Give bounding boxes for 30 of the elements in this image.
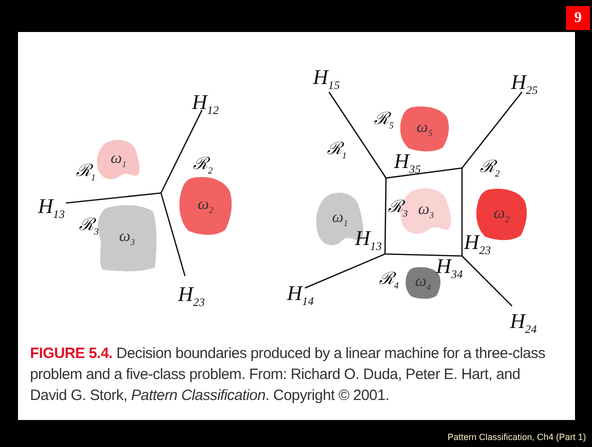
region-label: ℛ$_{1}$ [327,140,347,162]
hyperplane-label: H$_{35}$ [394,151,421,177]
region-label: ℛ$_{4}$ [379,270,399,292]
hyperplane-label: H$_{25}$ [511,72,538,98]
hyperplane-label: H$_{23}$ [178,284,205,310]
class-label: ω$_{5}$ [416,119,432,139]
figure-caption: FIGURE 5.4. Decision boundaries produced by a linear machine for a three-class problem and a five-class problem. From: Richard O. Duda, Peter E. Hart, and David G. Stork, Pattern Classification. Copyright © 2001. [30,344,546,406]
hyperplane-label: H$_{23}$ [464,232,491,258]
hyperplane-label: H$_{34}$ [436,256,463,282]
region-label: ℛ$_{3}$ [388,198,408,220]
footer-text: Pattern Classification, Ch4 (Part 1) [447,432,586,442]
hyperplane-label: H$_{15}$ [313,67,340,93]
class-label: ω$_{3}$ [418,201,434,221]
class-label: ω$_{4}$ [415,273,431,293]
hyperplane-label: H$_{14}$ [287,283,314,309]
region-label: ℛ$_{2}$ [480,158,500,180]
region-label: ℛ$_{3}$ [79,216,99,238]
class-label: ω$_{3}$ [119,228,135,248]
region-label: ℛ$_{5}$ [374,110,394,132]
class-label: ω$_{2}$ [198,196,214,216]
hyperplane-label: H$_{24}$ [510,311,537,337]
hyperplane-label: H$_{13}$ [38,196,65,222]
region-label: ℛ$_{2}$ [193,155,213,177]
class-label: ω$_{1}$ [110,150,126,170]
hyperplane-label: H$_{13}$ [355,228,382,254]
hyperplane-label: H$_{12}$ [192,92,219,118]
class-label: ω$_{2}$ [494,204,510,224]
class-label: ω$_{1}$ [332,209,348,229]
page-number-badge: 9 [566,6,590,30]
region-label: ℛ$_{1}$ [76,162,96,184]
